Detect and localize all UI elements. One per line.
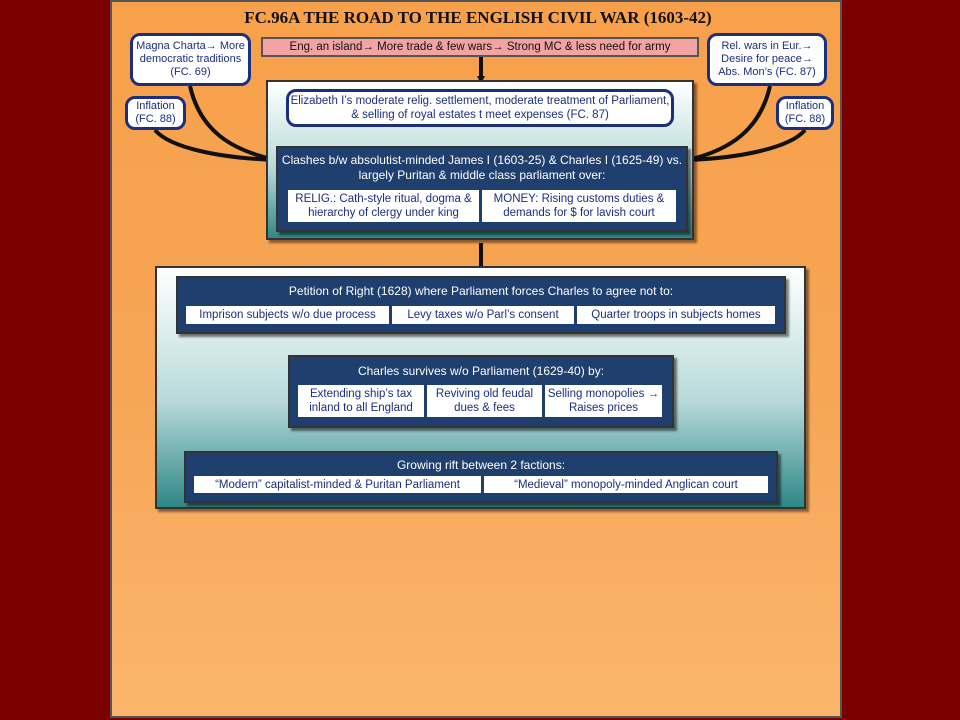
- inflation-left-box: Inflation (FC. 88): [125, 96, 186, 130]
- rift-item-parliament: “Modern” capitalist-minded & Puritan Par…: [193, 475, 482, 494]
- survives-box: Charles survives w/o Parliament (1629-40…: [288, 355, 674, 428]
- rift-header: Growing rift between 2 factions:: [396, 458, 566, 472]
- clashes-header: Clashes b/w absolutist-minded James I (1…: [281, 153, 683, 182]
- page-title: FC.96A THE ROAD TO THE ENGLISH CIVIL WAR…: [244, 8, 712, 27]
- petition-box: Petition of Right (1628) where Parliamen…: [176, 276, 786, 334]
- arrow-magna-charta: [188, 85, 280, 164]
- survives-item-feudal-dues: Reviving old feudal dues & fees: [426, 384, 543, 418]
- inflation-right-box: Inflation (FC. 88): [776, 96, 834, 130]
- elizabeth-box: Elizabeth I’s moderate relig. settlement…: [286, 89, 674, 127]
- petition-item-taxes: Levy taxes w/o Parl’s consent: [391, 305, 575, 325]
- rift-item-court: “Medieval” monopoly-minded Anglican cour…: [483, 475, 769, 494]
- petition-item-troops: Quarter troops in subjects homes: [576, 305, 776, 325]
- religion-cell: RELIG.: Cath-style ritual, dogma & hiera…: [287, 189, 480, 223]
- clashes-box: Clashes b/w absolutist-minded James I (1…: [276, 146, 688, 232]
- rift-box: Growing rift between 2 factions: “Modern…: [184, 451, 778, 503]
- island-box: Eng. an island→ More trade & few wars→ S…: [261, 37, 699, 57]
- petition-header: Petition of Right (1628) where Parliamen…: [288, 284, 674, 298]
- magna-charta-box: Magna Charta→ More democratic traditions…: [130, 33, 251, 86]
- arrow-right-inflation: [687, 128, 807, 162]
- money-cell: MONEY: Rising customs duties & demands f…: [481, 189, 677, 223]
- arrow-rel-wars: [684, 85, 772, 163]
- survives-item-ships-tax: Extending ship’s tax inland to all Engla…: [297, 384, 425, 418]
- arrow-left-inflation: [153, 128, 277, 162]
- survives-header: Charles survives w/o Parliament (1629-40…: [357, 364, 605, 378]
- religious-wars-box: Rel. wars in Eur.→ Desire for peace→ Abs…: [707, 33, 827, 86]
- survives-item-monopolies: Selling monopolies → Raises prices: [544, 384, 663, 418]
- petition-item-imprison: Imprison subjects w/o due process: [185, 305, 390, 325]
